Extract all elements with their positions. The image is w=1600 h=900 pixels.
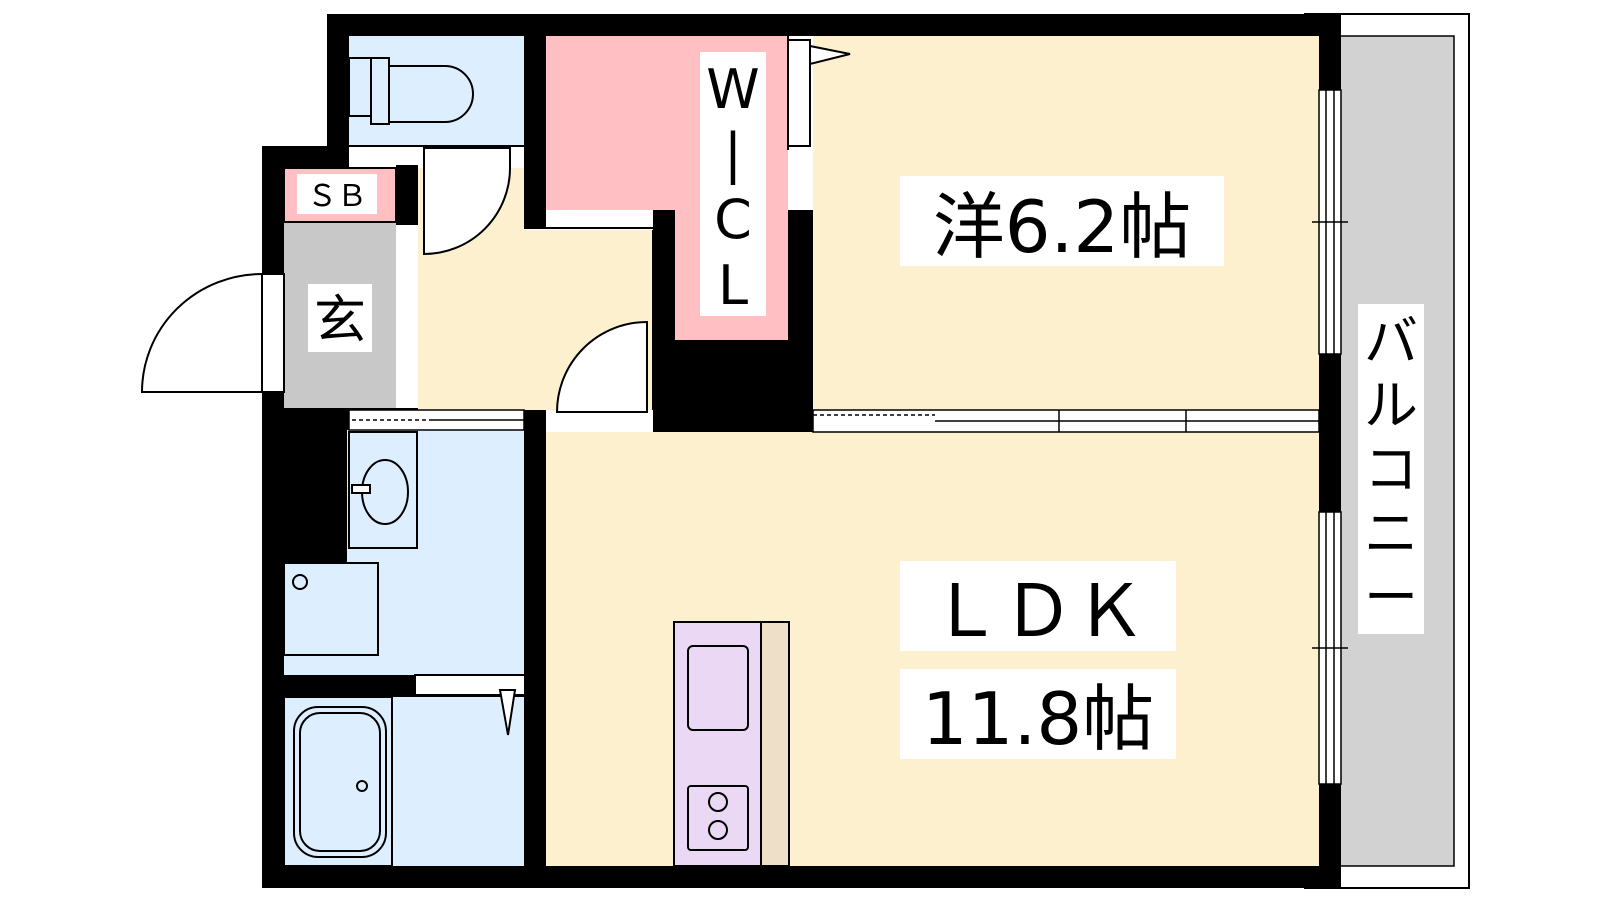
entrance-door-swing [140, 272, 263, 393]
entrance-label-bg [308, 284, 372, 352]
bathtub [283, 696, 393, 867]
wic-label-bg [700, 52, 766, 316]
wic-door [787, 39, 811, 147]
wic-label-char-3: C [714, 188, 752, 251]
balcony-label-char-2: ル [1364, 374, 1418, 437]
balcony-label-char-4: ニ [1364, 502, 1418, 565]
ldk-label-bg [900, 561, 1176, 651]
kitchen-counter [673, 621, 790, 867]
sliding-partitions [348, 409, 1320, 433]
entrance-label: 玄 [314, 291, 366, 351]
windows [1312, 89, 1348, 785]
balcony-label-char-5: ー [1364, 566, 1418, 629]
western-room-label: 洋6.2帖 [933, 185, 1192, 269]
burner-icon [708, 792, 728, 812]
ldk-size-label: 11.8帖 [922, 677, 1154, 761]
ldk-room-label: ＬＤＫ [930, 569, 1146, 653]
entrance-door-frame [261, 273, 285, 393]
bath-door-arrow [498, 689, 517, 736]
wic-label-char-1: W [706, 58, 759, 121]
stove [687, 785, 749, 851]
wic-door-arrow [809, 44, 851, 66]
ldk-door-swing [555, 320, 648, 413]
wic-label-char-4: L [718, 254, 748, 317]
shoe-box-label-bg [297, 174, 377, 214]
toilet-fixture [348, 57, 474, 125]
ldk-size-bg [900, 669, 1176, 759]
burner-icon [708, 820, 728, 840]
washing-machine-area [283, 562, 379, 656]
balcony-label-bg [1358, 304, 1424, 634]
room-labels: 洋6.2帖 ＬＤＫ 11.8帖 W | C L 玄 ＳＢ バ ル コ ニ ー [297, 52, 1424, 761]
doors [140, 39, 851, 736]
sink-icon [687, 645, 749, 731]
western-label-bg [900, 176, 1224, 266]
wic-label-char-2: | [724, 122, 742, 185]
balcony-label-char-1: バ [1364, 310, 1418, 373]
shoe-box-label: ＳＢ [307, 179, 367, 214]
toilet-door-swing [423, 147, 511, 256]
bath-door [414, 674, 526, 696]
wash-basin [348, 431, 418, 549]
balcony-label-char-3: コ [1364, 438, 1418, 501]
